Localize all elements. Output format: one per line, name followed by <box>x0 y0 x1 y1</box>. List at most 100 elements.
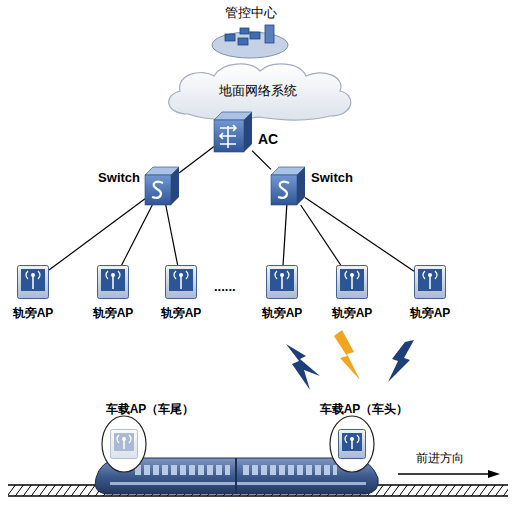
trackside-ap-shape <box>17 265 49 299</box>
wireless-bolt <box>334 330 360 380</box>
monitor-icon <box>238 38 248 45</box>
train-windows <box>241 465 337 475</box>
box-front <box>271 175 297 205</box>
network-link <box>301 205 341 265</box>
ap-wave <box>26 271 40 279</box>
trackside-ap-shape <box>97 265 129 299</box>
ap-face <box>21 269 45 291</box>
node-label: 地面网络系统 <box>219 84 297 98</box>
ap-case <box>337 266 368 299</box>
wireless-bolt <box>388 340 414 382</box>
ap-face <box>340 269 364 291</box>
ap-icon <box>339 430 366 459</box>
node-label: AC <box>258 132 278 147</box>
ap-case <box>267 266 298 299</box>
ap-antenna-tip <box>350 437 354 441</box>
network-link <box>49 199 145 270</box>
ap-wave <box>345 271 359 279</box>
node-label: 轨旁AP <box>13 307 54 320</box>
ap-wave <box>174 271 188 279</box>
network-cloud: 地面网络系统 <box>158 60 358 122</box>
trackside-ap-shape <box>336 265 368 299</box>
ap-case <box>166 266 197 299</box>
ap-wave <box>345 435 359 443</box>
onboard-ap-oval <box>330 416 374 472</box>
ap-icon <box>166 266 197 299</box>
car-gap <box>235 458 237 494</box>
box-side <box>171 167 179 205</box>
ap-icon <box>98 266 129 299</box>
node-label: Switch <box>98 171 140 185</box>
trackside-ap: 轨旁AP <box>266 265 298 299</box>
network-link <box>283 205 287 265</box>
node-label: 车载AP（车尾） <box>106 403 195 416</box>
ap-wave <box>106 271 120 279</box>
trackside-ap: 轨旁AP <box>97 265 129 299</box>
ap-antenna <box>281 275 283 289</box>
node-label: 轨旁AP <box>161 307 202 320</box>
monitor-icon <box>225 34 235 41</box>
trackside-ap: 轨旁AP <box>165 265 197 299</box>
ap-antenna-tip <box>122 437 126 441</box>
ap-antenna <box>351 275 353 289</box>
ap-face <box>342 433 362 451</box>
server-icon <box>265 25 274 43</box>
direction-label: 前进方向 <box>416 452 464 465</box>
ap-icon <box>415 266 446 299</box>
ap-face <box>418 269 442 291</box>
network-link <box>122 205 153 265</box>
switch-glyph <box>152 182 163 198</box>
ap-icon <box>18 266 49 299</box>
ap-antenna-tip <box>350 273 354 277</box>
ap-face <box>169 269 193 291</box>
ap-face <box>270 269 294 291</box>
node-label: 轨旁AP <box>410 307 451 320</box>
ap-antenna-tip <box>179 273 183 277</box>
box-front <box>145 175 171 205</box>
control-platform <box>212 32 288 58</box>
monitor-icon <box>250 32 260 39</box>
network-switch-shape <box>145 167 179 205</box>
rail-line <box>8 495 508 497</box>
ap-antenna <box>429 275 431 289</box>
ap-antenna-tip <box>280 273 284 277</box>
monitor-icon <box>240 28 249 34</box>
control-center: 管控中心 <box>205 2 297 60</box>
ap-face <box>101 269 125 291</box>
trackside-ap-shape <box>266 265 298 299</box>
box-side <box>297 167 305 205</box>
ap-case <box>98 266 129 299</box>
ap-wave <box>117 435 131 443</box>
node-label: 轨旁AP <box>262 307 303 320</box>
ac-controller-shape <box>214 112 252 152</box>
onboard-ap: 车载AP（车尾） <box>84 401 216 475</box>
ap-antenna-tip <box>111 273 115 277</box>
network-switch: Switch <box>145 167 179 205</box>
node-label: 车载AP（车头） <box>320 403 409 416</box>
ap-antenna-tip <box>428 273 432 277</box>
trackside-ap-shape <box>414 265 446 299</box>
ap-antenna <box>112 275 114 289</box>
direction-arrow <box>398 473 490 475</box>
network-link <box>179 146 214 173</box>
train-windows <box>134 465 230 475</box>
network-switch: Switch <box>271 167 305 205</box>
ap-antenna <box>32 275 34 289</box>
network-link <box>166 205 178 265</box>
node-label: Switch <box>311 171 353 185</box>
cloud-outline <box>169 64 351 120</box>
network-link <box>305 197 414 271</box>
ap-case <box>111 430 138 459</box>
wireless-bolt <box>286 344 320 390</box>
ac-controller: AC <box>214 112 252 152</box>
ellipsis-mark: ...... <box>214 280 236 294</box>
trackside-ap: 轨旁AP <box>336 265 368 299</box>
box-front <box>214 120 244 152</box>
network-link <box>252 151 271 170</box>
ap-icon <box>111 430 138 459</box>
ap-case <box>415 266 446 299</box>
ap-icon <box>267 266 298 299</box>
trackside-ap: 轨旁AP <box>414 265 446 299</box>
ap-antenna-tip <box>31 273 35 277</box>
ap-antenna <box>180 275 182 289</box>
